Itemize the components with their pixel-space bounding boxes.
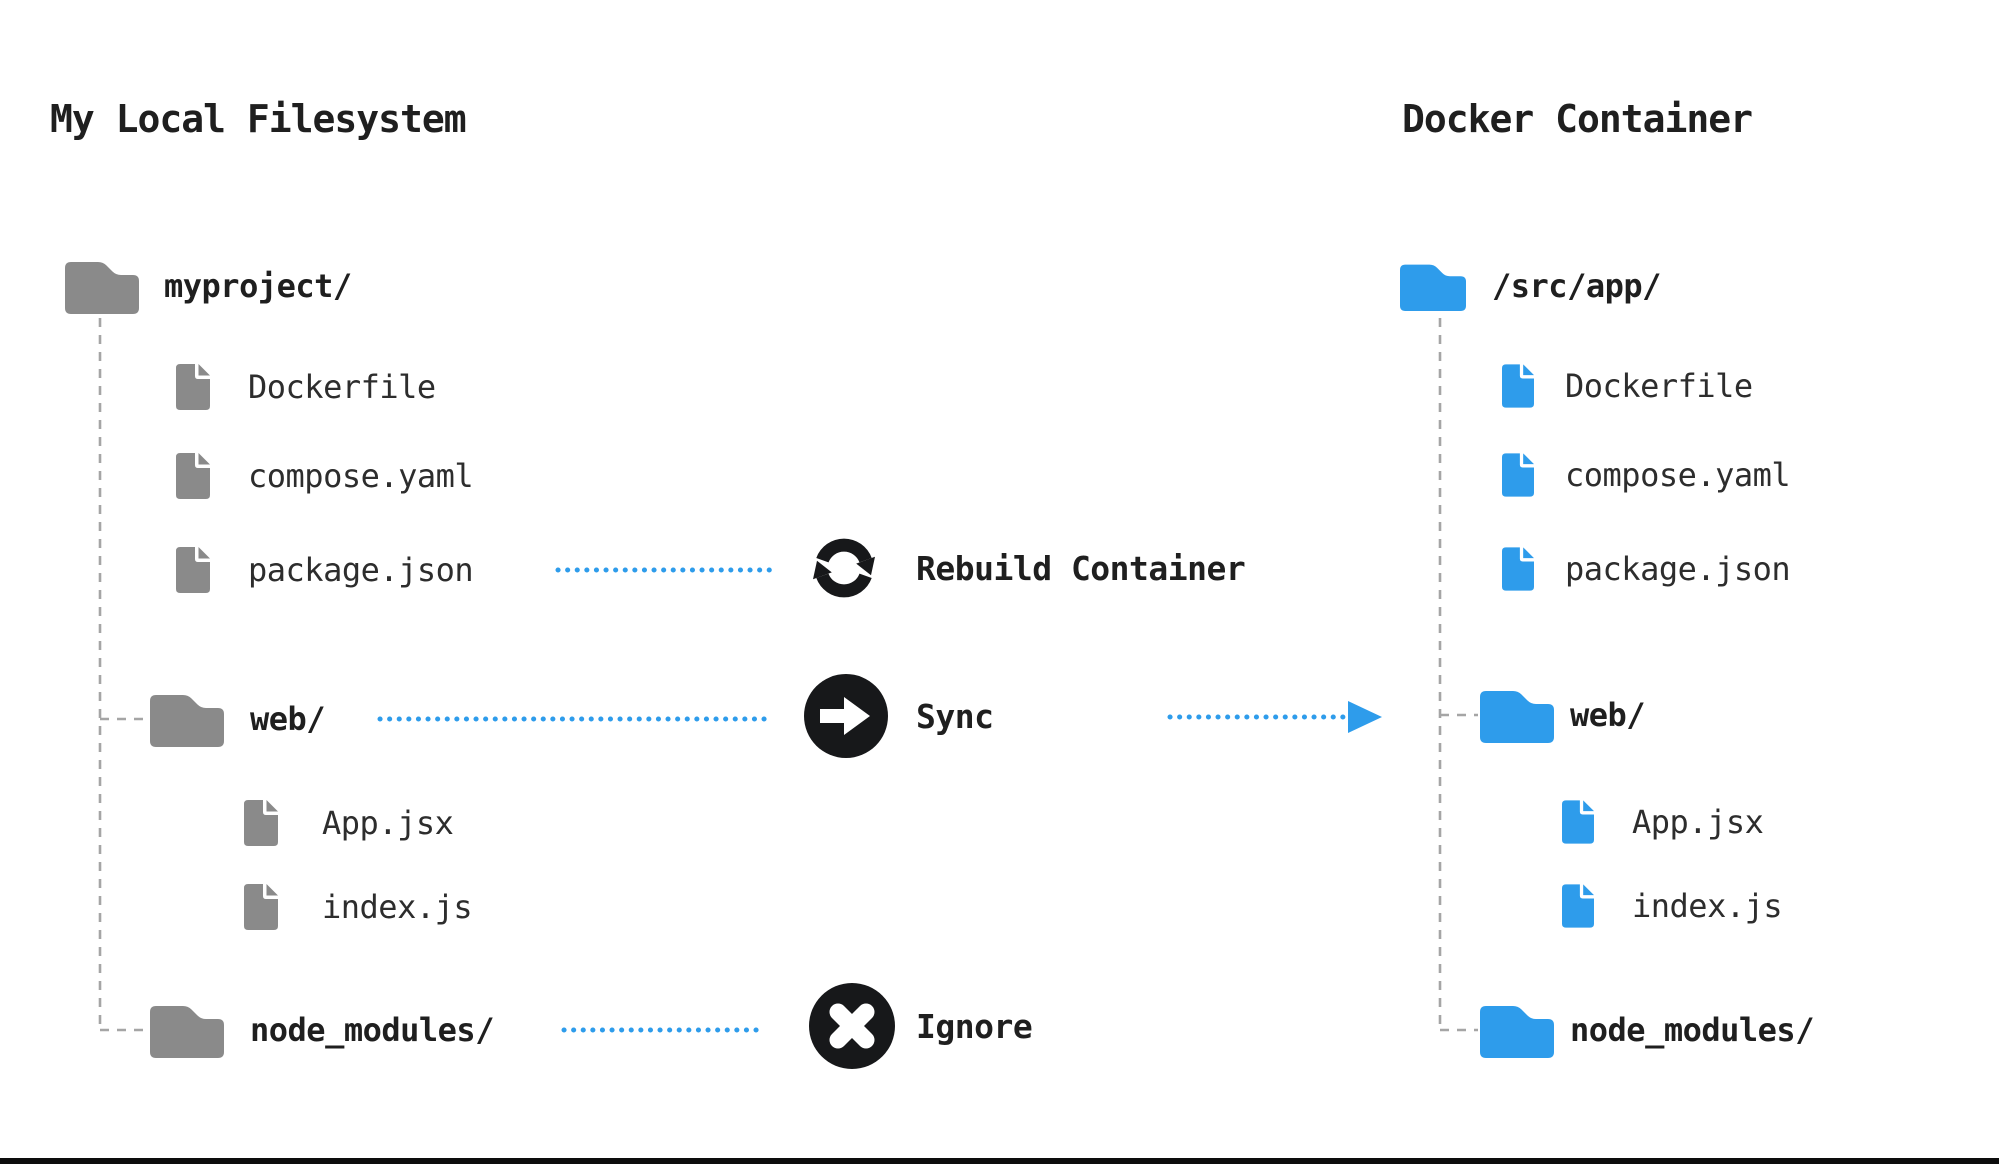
action-sync: Sync: [804, 674, 994, 758]
folder-label: node_modules/: [1570, 1011, 1814, 1049]
folder-label: web/: [250, 700, 326, 738]
tree-row-container-package-json: package.json: [1502, 546, 1791, 592]
folder-icon: [1400, 264, 1466, 311]
file-label: compose.yaml: [248, 457, 474, 495]
tree-row-local-app-jsx: App.jsx: [244, 799, 454, 847]
tree-row-container-app-jsx: App.jsx: [1562, 799, 1764, 845]
folder-label: /src/app/: [1492, 267, 1661, 305]
file-label: App.jsx: [1632, 803, 1764, 841]
tree-row-container-compose: compose.yaml: [1502, 452, 1791, 498]
file-icon: [176, 364, 210, 410]
action-rebuild: Rebuild Container: [808, 532, 1246, 604]
local-filesystem-title: My Local Filesystem: [50, 97, 467, 141]
folder-label: node_modules/: [250, 1011, 494, 1049]
tree-row-container-dockerfile: Dockerfile: [1502, 363, 1753, 409]
file-icon: [1502, 547, 1534, 591]
arrow-right-circle-icon: [804, 674, 888, 758]
refresh-arrows-icon: [813, 538, 875, 598]
tree-row-local-root: myproject/: [64, 258, 352, 314]
file-label: Dockerfile: [248, 368, 436, 406]
rebuild-label: Rebuild Container: [916, 548, 1246, 588]
file-label: compose.yaml: [1565, 456, 1791, 494]
file-icon: [1562, 884, 1594, 928]
folder-icon: [1480, 691, 1554, 743]
file-icon: [176, 547, 210, 593]
tree-row-local-package-json: package.json: [176, 546, 474, 594]
file-icon: [244, 884, 278, 930]
tree-row-container-index-js: index.js: [1562, 883, 1783, 929]
action-ignore: Ignore: [809, 983, 1033, 1069]
folder-label: web/: [1570, 696, 1646, 734]
ignore-label: Ignore: [916, 1006, 1033, 1046]
folder-label: myproject/: [164, 267, 352, 305]
file-icon: [244, 800, 278, 846]
folder-icon: [150, 1006, 224, 1058]
tree-row-local-index-js: index.js: [244, 883, 473, 931]
tree-row-local-web: web/: [150, 691, 326, 747]
file-icon: [1502, 364, 1534, 408]
file-label: index.js: [1632, 887, 1783, 925]
tree-row-local-compose: compose.yaml: [176, 452, 474, 500]
file-label: Dockerfile: [1565, 367, 1753, 405]
tree-row-container-web: web/: [1480, 687, 1646, 743]
file-label: package.json: [1565, 550, 1791, 588]
sync-label: Sync: [916, 696, 994, 736]
file-icon: [1562, 800, 1594, 844]
sync-transfer-arrowhead: [1348, 701, 1382, 733]
file-label: package.json: [248, 551, 474, 589]
file-label: index.js: [322, 888, 473, 926]
tree-row-local-node-modules: node_modules/: [150, 1002, 494, 1058]
folder-icon: [150, 695, 224, 747]
file-icon: [1502, 453, 1534, 497]
tree-row-container-root: /src/app/: [1400, 258, 1661, 314]
folder-icon: [1480, 1006, 1554, 1058]
folder-icon: [65, 262, 139, 314]
file-label: App.jsx: [322, 804, 454, 842]
docker-container-title: Docker Container: [1402, 97, 1753, 141]
tree-row-container-node-modules: node_modules/: [1480, 1002, 1814, 1058]
tree-row-local-dockerfile: Dockerfile: [176, 363, 436, 411]
bottom-divider-bar: [0, 1158, 1999, 1164]
x-circle-icon: [809, 983, 895, 1069]
file-icon: [176, 453, 210, 499]
